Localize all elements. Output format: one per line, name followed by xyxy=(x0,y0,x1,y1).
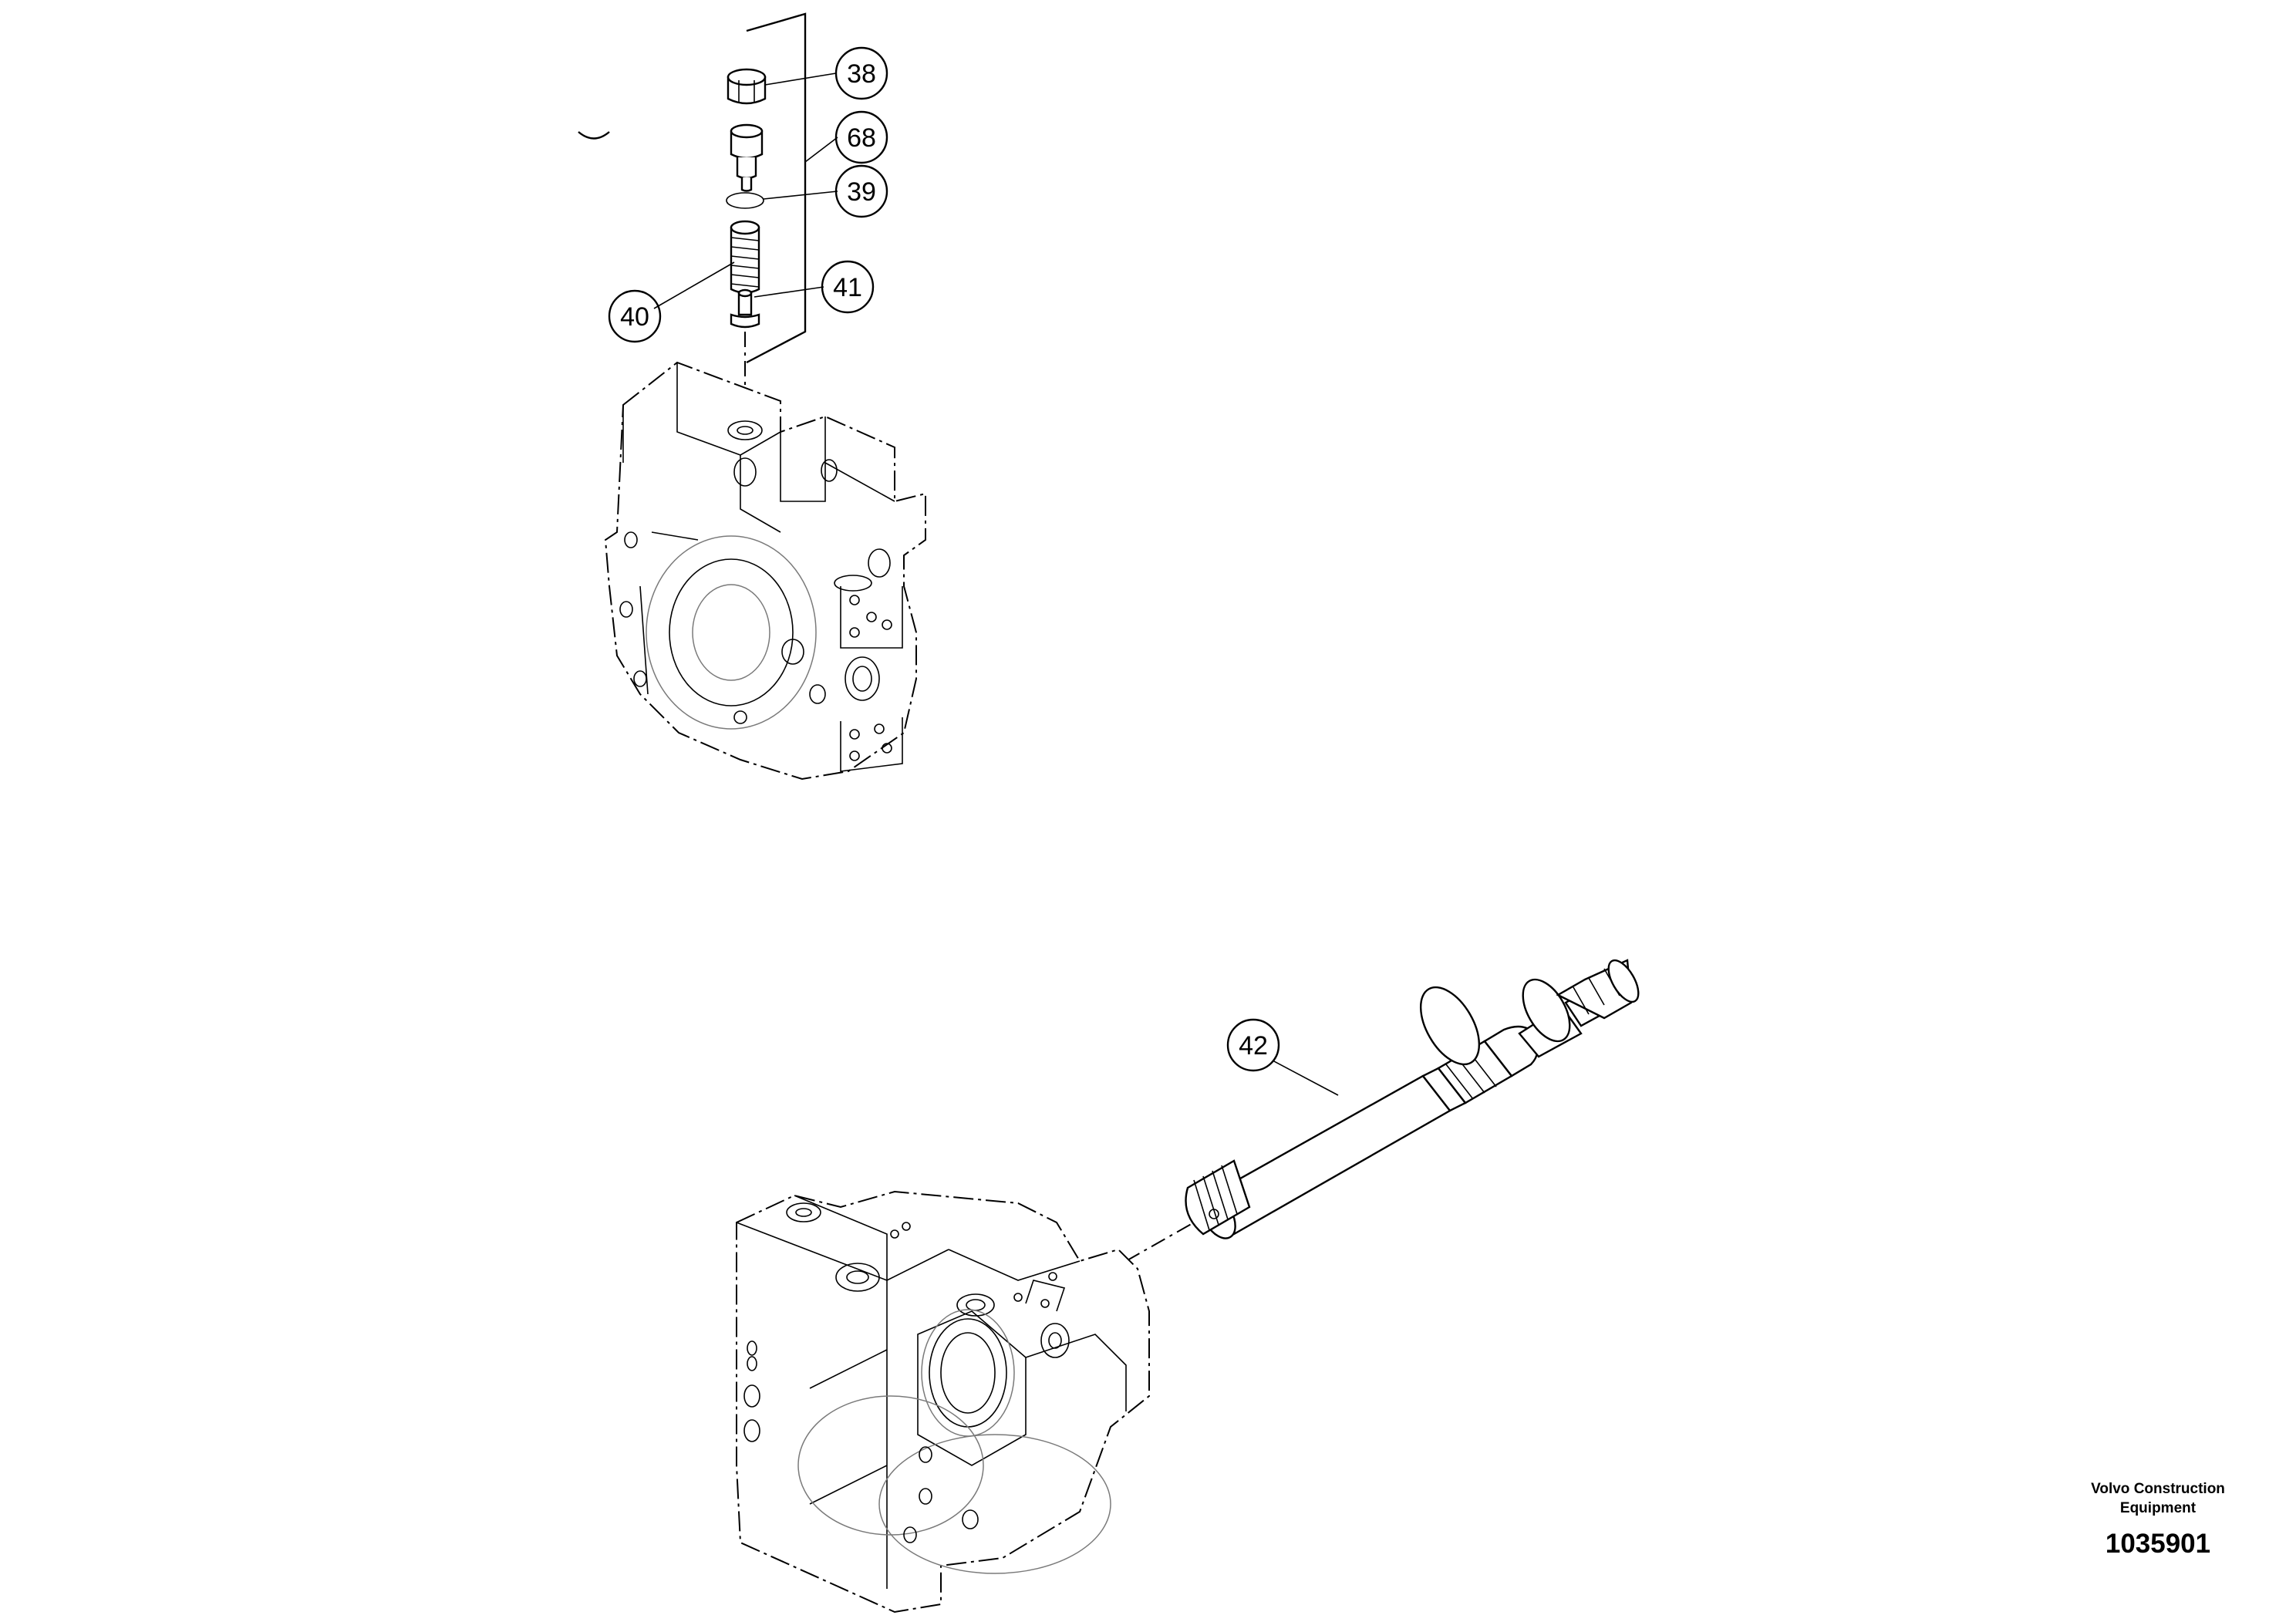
part-41-pin xyxy=(730,288,760,329)
callout-39-label: 39 xyxy=(847,177,876,207)
upper-housing xyxy=(604,361,926,781)
drawing-caption: Volvo Construction Equipment 1035901 xyxy=(2058,1479,2258,1560)
callout-68-label: 68 xyxy=(847,123,876,153)
callout-39: 39 xyxy=(763,164,888,218)
callout-41-label: 41 xyxy=(833,273,862,302)
part-40-spring xyxy=(730,220,760,294)
callout-68: 68 xyxy=(804,110,888,164)
callout-40: 40 xyxy=(608,261,735,343)
lower-housing xyxy=(736,1190,1150,1614)
callout-42: 42 xyxy=(1226,1018,1339,1096)
part-38-nut xyxy=(727,68,767,105)
drawing-number: 1035901 xyxy=(2105,1529,2211,1559)
part-42-shaft xyxy=(1185,959,1640,1239)
group-bracket xyxy=(746,12,807,364)
shaft-axis xyxy=(1125,1222,1195,1262)
callout-41: 41 xyxy=(754,260,875,314)
part-39-o-ring xyxy=(726,192,764,209)
company-name-line2: Equipment xyxy=(2119,1500,2197,1516)
callout-40-label: 40 xyxy=(620,302,649,332)
callout-38: 38 xyxy=(764,46,888,100)
arc-mark xyxy=(578,131,610,140)
callout-38-label: 38 xyxy=(847,59,876,89)
callout-42-label: 42 xyxy=(1239,1031,1268,1061)
company-name-line1: Volvo Construction xyxy=(2091,1481,2225,1497)
part-68-plug xyxy=(730,123,764,192)
